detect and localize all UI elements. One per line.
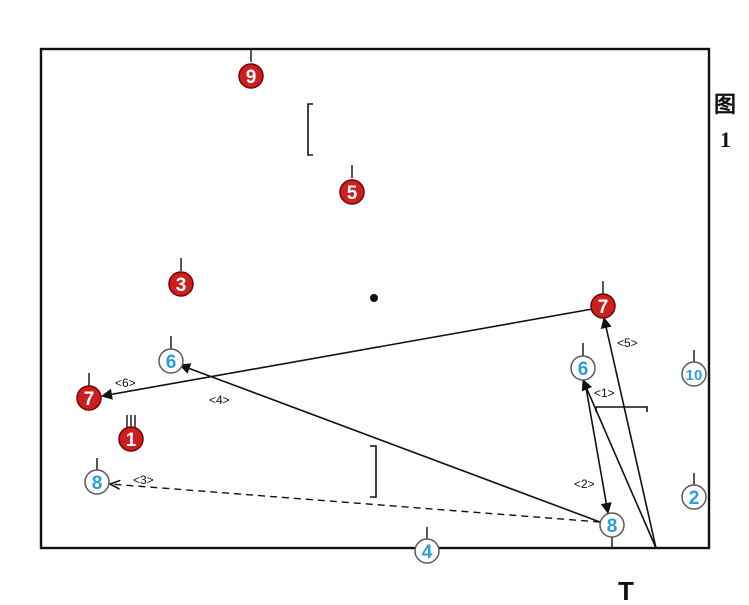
pass-line-5	[600, 316, 657, 549]
blue-player-6-left: 6	[158, 336, 184, 374]
blue-player-4: 4	[414, 527, 440, 564]
blue-player-6-right: 6	[570, 343, 596, 381]
blue-player-8-right: 8	[599, 512, 625, 549]
blue-player-10-number: 10	[686, 367, 703, 384]
blue-player-8-left-number: 8	[92, 473, 103, 494]
blue-player-8-right-number: 8	[607, 516, 618, 537]
pass-line-1	[581, 378, 657, 549]
red-player-7-left-number: 7	[84, 389, 95, 410]
pass-label-5: <5>	[617, 336, 638, 350]
blue-player-8-left: 8	[84, 458, 110, 495]
figure-caption-number: 1	[720, 127, 731, 152]
blue-player-6-left-number: 6	[166, 352, 177, 373]
pass-label-3: <3>	[133, 473, 154, 487]
bracket-top	[307, 103, 313, 156]
red-player-9-number: 9	[246, 67, 257, 88]
pass-label-2: <2>	[574, 477, 595, 491]
red-player-7-left: 7	[76, 373, 102, 411]
red-player-1: 1	[118, 415, 144, 452]
bracket-middle	[370, 445, 377, 498]
pass-line-2	[584, 381, 612, 515]
goal-marker: T	[618, 576, 634, 600]
bracket-right	[595, 406, 648, 412]
blue-player-6-right-number: 6	[578, 359, 589, 380]
blue-player-2: 2	[681, 473, 707, 510]
blue-player-10: 10	[681, 350, 707, 387]
red-player-3-number: 3	[176, 275, 187, 296]
ball	[370, 294, 378, 302]
red-player-7-right-number: 7	[598, 297, 609, 318]
red-player-5: 5	[339, 165, 365, 205]
figure-caption-char: 图	[714, 92, 737, 117]
pass-line-4	[178, 363, 601, 523]
red-player-7-right: 7	[590, 281, 616, 319]
red-player-3: 3	[168, 258, 194, 297]
pass-line-6	[100, 307, 599, 400]
pass-label-6: <6>	[115, 376, 136, 390]
red-player-5-number: 5	[347, 183, 358, 204]
blue-player-4-number: 4	[422, 542, 433, 563]
pass-label-1: <1>	[594, 386, 615, 400]
field-boundary	[39, 47, 711, 550]
red-player-1-number: 1	[126, 430, 137, 451]
blue-player-2-number: 2	[689, 488, 700, 509]
pass-line-3	[110, 484, 601, 523]
red-player-9: 9	[238, 49, 264, 89]
pass-label-4: <4>	[209, 393, 230, 407]
